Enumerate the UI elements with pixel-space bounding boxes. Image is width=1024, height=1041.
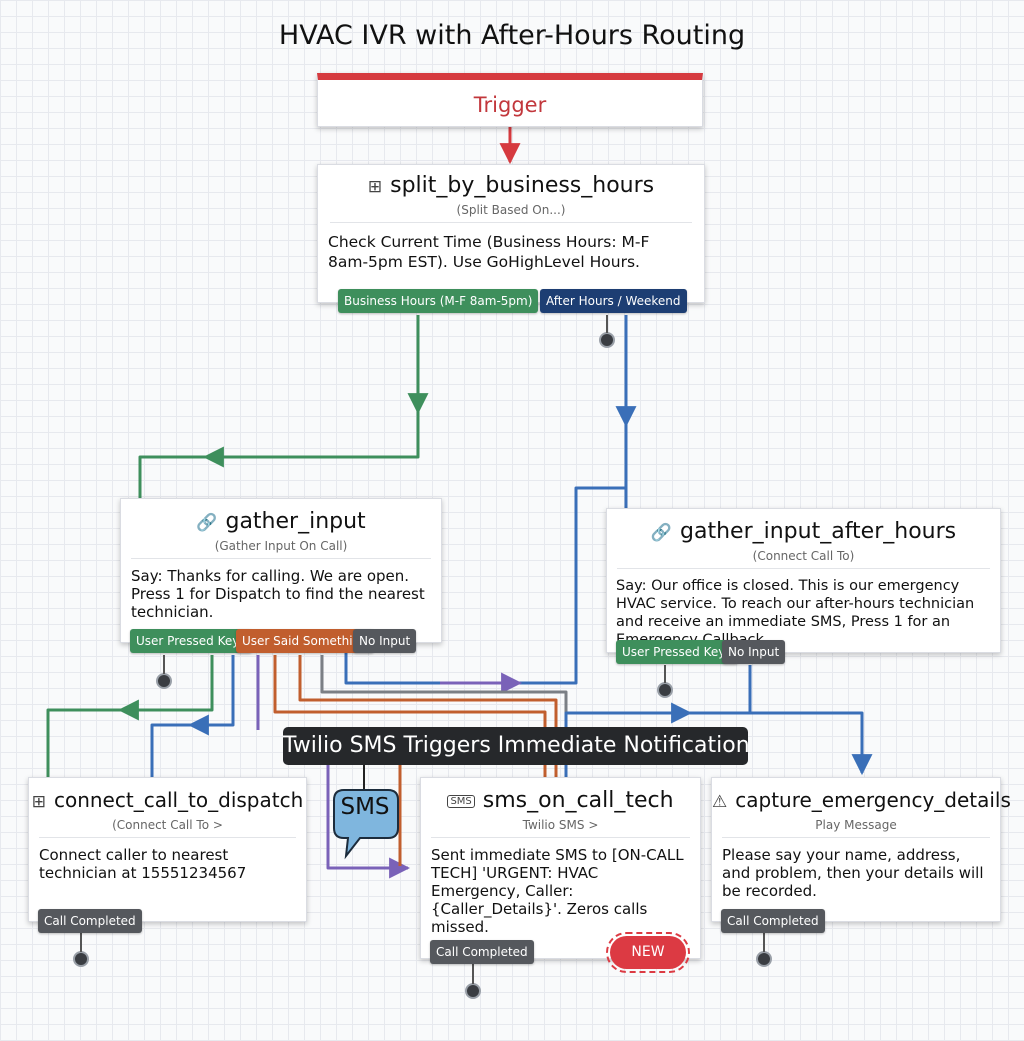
gather-after-node[interactable]: 🔗 gather_input_after_hours (Connect Call … (606, 508, 1001, 653)
callout-banner: Twilio SMS Triggers Immediate Notificati… (283, 727, 750, 765)
sms-icon: SMS (447, 794, 475, 808)
terminal-sms-done (465, 983, 481, 999)
dispatch-subtitle: (Connect Call To > (112, 818, 223, 832)
dispatch-title: connect_call_to_dispatch (53, 788, 304, 812)
gather-after-out-keys[interactable]: User Pressed Keys (616, 640, 738, 664)
gather-after-subtitle: (Connect Call To) (752, 549, 855, 563)
split-title: split_by_business_hours (390, 173, 655, 198)
sms-node[interactable]: SMS sms_on_call_tech Twilio SMS > Sent im… (420, 777, 701, 959)
terminal-capture-done (756, 951, 772, 967)
capture-out-completed[interactable]: Call Completed (721, 909, 825, 933)
dispatch-out-completed[interactable]: Call Completed (38, 909, 142, 933)
gather-subtitle: (Gather Input On Call) (214, 539, 348, 553)
gather-after-body: Say: Our office is closed. This is our e… (616, 578, 975, 648)
terminal-gather-keys (156, 673, 172, 689)
gather-after-divider (617, 568, 990, 569)
gather-body: Say: Thanks for calling. We are open. Pr… (131, 567, 425, 621)
split-node[interactable]: ⊞ split_by_business_hours (Split Based On… (317, 164, 705, 303)
capture-subtitle: Play Message (815, 818, 897, 832)
gather-out-none[interactable]: No Input (353, 629, 417, 653)
split-body: Check Current Time (Business Hours: M-F … (328, 233, 650, 271)
gather-out-keys[interactable]: User Pressed Keys (130, 629, 252, 653)
wire-after-keys-sms (344, 486, 626, 685)
gather-divider (131, 558, 431, 559)
sms-title: sms_on_call_tech (482, 788, 674, 813)
split-divider (330, 222, 692, 223)
dispatch-node[interactable]: ⊞ connect_call_to_dispatch (Connect Call … (28, 777, 307, 922)
sms-out-completed[interactable]: Call Completed (430, 940, 534, 964)
dispatch-body: Connect caller to nearest technician at … (39, 846, 247, 882)
terminal-dispatch-done (73, 951, 89, 967)
sms-subtitle: Twilio SMS > (522, 818, 599, 832)
link-icon: 🔗 (196, 513, 218, 533)
sms-body: Sent immediate SMS to [ON-CALL TECH] 'UR… (431, 846, 684, 936)
branch-business-hours[interactable]: Business Hours (M-F 8am-5pm) (338, 289, 539, 313)
sms-bubble-label: SMS (340, 794, 390, 820)
terminal-after-hours (599, 332, 615, 348)
trigger-label: Trigger (473, 93, 547, 117)
gather-title: gather_input (225, 509, 366, 534)
wire-gather-keys-dispatch (46, 655, 214, 780)
split-icon: ⊞ (31, 792, 46, 812)
diagram-title: HVAC IVR with After-Hours Routing (278, 20, 746, 51)
dispatch-divider (39, 837, 296, 838)
wire-after-none-capture (748, 665, 873, 776)
wire-purple-into-sms (326, 765, 411, 879)
capture-divider (722, 837, 990, 838)
new-badge: NEW (606, 932, 690, 973)
wire-business-gather-2 (138, 412, 420, 500)
warning-icon: ⚠ (712, 792, 728, 812)
sms-bubble-icon (333, 789, 399, 860)
gather-out-said[interactable]: User Said Something (236, 629, 374, 653)
split-subtitle: (Split Based On...) (456, 203, 566, 217)
trigger-node[interactable]: Trigger (317, 73, 703, 127)
gather-after-title: gather_input_after_hours (680, 519, 957, 544)
branch-after-hours[interactable]: After Hours / Weekend (540, 289, 687, 313)
gather-input-node[interactable]: 🔗 gather_input (Gather Input On Call) Say… (120, 498, 442, 643)
link-icon: 🔗 (650, 523, 673, 543)
split-icon: ⊞ (367, 177, 383, 197)
sms-divider (431, 837, 690, 838)
gather-after-out-none[interactable]: No Input (722, 640, 786, 664)
capture-body: Please say your name, address, and probl… (722, 846, 984, 900)
terminal-gather-after-keys (657, 682, 673, 698)
capture-node[interactable]: ⚠capture_emergency_details Play Message … (711, 777, 1011, 922)
capture-title: capture_emergency_details (735, 788, 1011, 812)
